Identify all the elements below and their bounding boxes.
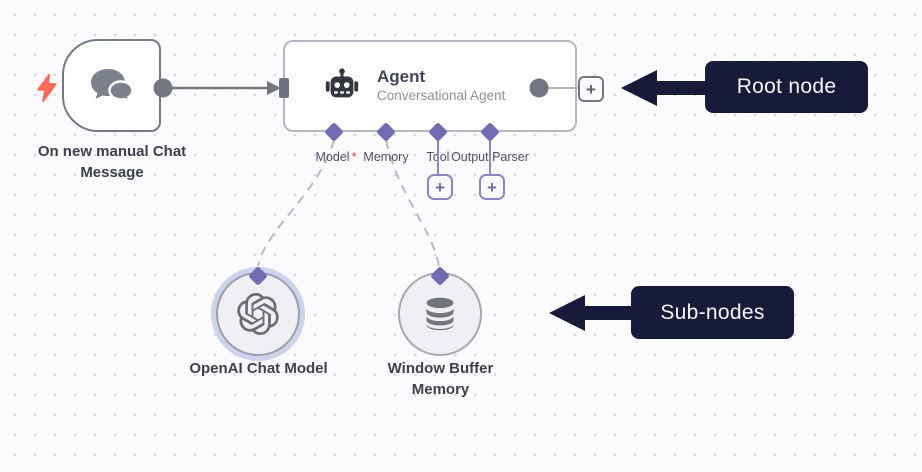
root-node-annotation-label: Root node bbox=[736, 75, 837, 98]
edge-memory-connection[interactable] bbox=[385, 139, 440, 267]
plus-icon: + bbox=[586, 79, 596, 99]
robot-icon bbox=[325, 68, 359, 98]
database-band-3 bbox=[426, 323, 454, 331]
trigger-node-label: On new manual Chat Message bbox=[37, 143, 187, 181]
chat-bubbles-icon bbox=[90, 68, 134, 104]
agent-node-subtitle: Conversational Agent bbox=[377, 88, 506, 103]
port-label-tool: Tool bbox=[426, 150, 450, 164]
port-label-model: Model* bbox=[316, 150, 357, 164]
robot-ear-right bbox=[354, 81, 359, 92]
plus-icon: + bbox=[435, 177, 445, 197]
sub-nodes-annotation-label: Sub-nodes bbox=[660, 300, 765, 324]
robot-mouth-1 bbox=[333, 91, 338, 94]
robot-eye-right bbox=[343, 82, 350, 88]
agent-node-title: Agent bbox=[377, 67, 426, 86]
sub-node-openai-chat-model[interactable] bbox=[216, 272, 300, 356]
port-label-memory: Memory bbox=[363, 150, 409, 164]
sub-nodes-annotation: Sub-nodes bbox=[631, 286, 794, 339]
database-band-2 bbox=[426, 315, 454, 326]
openai-logo-shape bbox=[237, 293, 279, 335]
robot-ear-left bbox=[325, 81, 330, 92]
robot-antenna-stem bbox=[340, 71, 344, 78]
plus-icon: + bbox=[487, 177, 497, 197]
trigger-node-chat[interactable] bbox=[62, 39, 161, 132]
openai-logo-icon bbox=[237, 293, 279, 335]
agent-node[interactable]: Agent Conversational Agent bbox=[283, 40, 577, 132]
edge-model-connection[interactable] bbox=[257, 139, 335, 267]
root-node-annotation: Root node bbox=[705, 61, 868, 113]
bolt-shape bbox=[37, 74, 57, 102]
database-top bbox=[426, 297, 454, 309]
database-band-1 bbox=[426, 307, 454, 318]
add-node-button[interactable]: + bbox=[578, 76, 604, 102]
robot-mouth-2 bbox=[340, 91, 344, 94]
sub-node-label-openai: OpenAI Chat Model bbox=[189, 360, 328, 377]
robot-eye-left bbox=[334, 82, 341, 88]
add-tool-button[interactable]: + bbox=[427, 174, 453, 200]
sub-node-label-memory: Window Buffer Memory bbox=[387, 360, 494, 398]
chat-bubble-small bbox=[107, 79, 134, 104]
add-output-parser-button[interactable]: + bbox=[479, 174, 505, 200]
database-icon bbox=[426, 297, 454, 331]
required-asterisk: * bbox=[351, 150, 357, 164]
robot-mouth-3 bbox=[346, 91, 351, 94]
port-label-output-parser: Output Parser bbox=[451, 150, 529, 164]
robot-head bbox=[330, 76, 354, 98]
sub-node-window-buffer-memory[interactable] bbox=[398, 272, 482, 356]
lightning-bolt-icon bbox=[37, 74, 57, 102]
port-label-model-text: Model bbox=[315, 150, 350, 164]
